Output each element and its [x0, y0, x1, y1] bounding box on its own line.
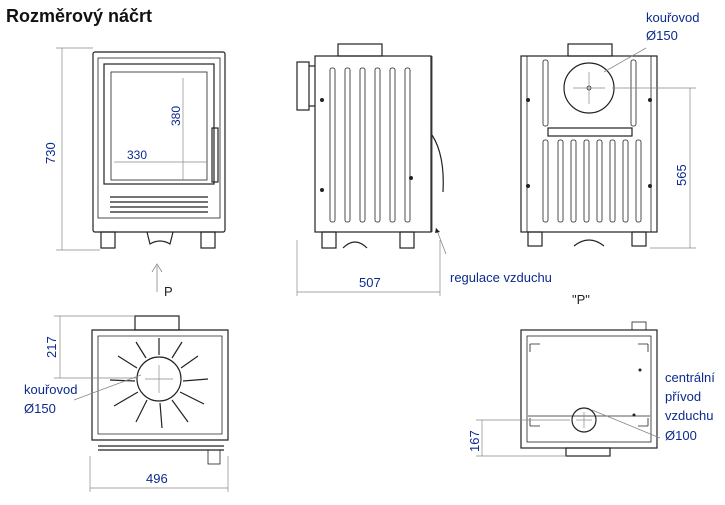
- view-direction-arrow: [151, 263, 163, 292]
- front-view: [92, 51, 226, 249]
- back-flue-label-2: Ø150: [646, 28, 678, 43]
- top-flue-label-1: kouřovod: [24, 382, 77, 397]
- glass-width-label: 330: [127, 148, 147, 162]
- top-width-label: 496: [146, 471, 168, 486]
- page-title: Rozměrový náčrt: [6, 6, 153, 26]
- central-inlet-label-3: vzduchu: [665, 408, 713, 423]
- side-view: [296, 43, 447, 296]
- front-height-dimension: [56, 47, 100, 251]
- air-regulation-label: regulace vzduchu: [450, 270, 552, 285]
- central-inlet-label-2: přívod: [665, 389, 701, 404]
- side-depth-label: 507: [359, 275, 381, 290]
- view-arrow-label: P: [164, 284, 173, 299]
- top-flue-label-2: Ø150: [24, 401, 56, 416]
- back-flue-height-label: 565: [674, 164, 689, 186]
- glass-height-label: 380: [169, 106, 183, 126]
- view-p-title: "P": [572, 292, 590, 307]
- top-view: [54, 315, 229, 492]
- front-height-label: 730: [43, 142, 58, 164]
- view-p: [476, 321, 661, 457]
- central-inlet-label-1: centrální: [665, 370, 715, 385]
- top-flue-offset-label: 217: [44, 336, 59, 358]
- back-flue-label-1: kouřovod: [646, 10, 699, 25]
- bottom-inlet-offset-label: 167: [467, 430, 482, 452]
- central-inlet-label-4: Ø100: [665, 428, 697, 443]
- back-view: [520, 43, 696, 249]
